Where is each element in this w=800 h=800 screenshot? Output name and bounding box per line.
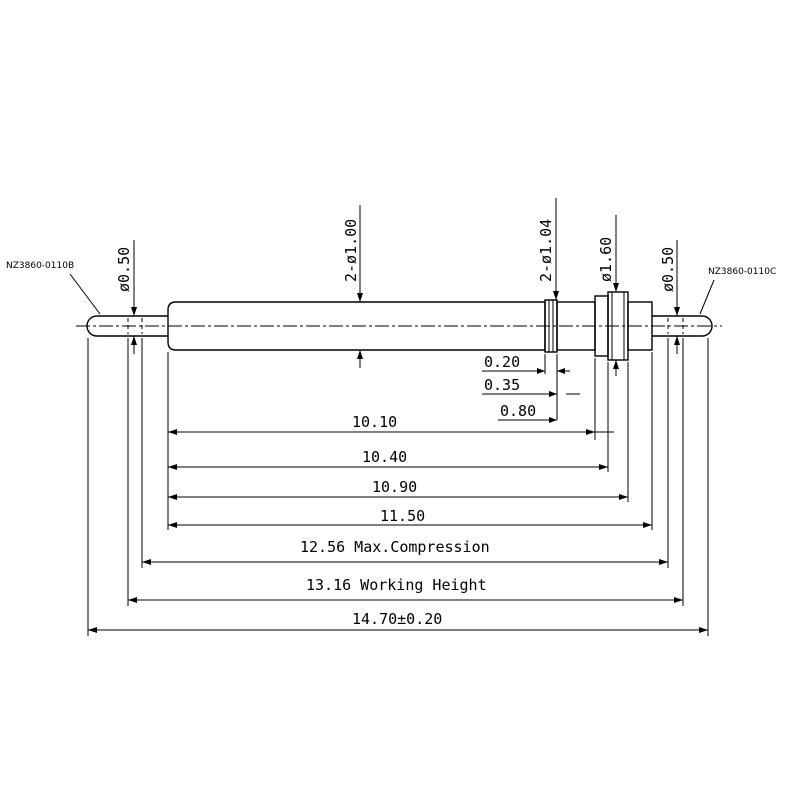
dim-max-compression: 12.56 Max.Compression [300,538,490,556]
callouts: NZ3860-0110B ø0.50 2-ø1.00 2-ø1.04 ø1.60… [6,198,776,376]
dim-11-50: 11.50 [380,507,425,525]
dim-0-20: 0.20 [484,353,520,371]
dim-working-height: 13.16 Working Height [306,576,487,594]
dia-right-tip-label: ø0.50 [659,247,677,292]
dia-barrel-label: 2-ø1.00 [342,219,360,282]
extension-lines [87,338,709,636]
dim-10-10: 10.10 [352,413,397,431]
dim-10-90: 10.90 [372,478,417,496]
dia-flange-label: ø1.60 [597,237,615,282]
rear-collar [627,301,653,351]
dia-groove-label: 2-ø1.04 [537,219,555,282]
dim-0-80: 0.80 [500,402,536,420]
small-dimensions: 0.20 0.35 0.80 [482,353,580,423]
dim-overall-length: 14.70±0.20 [352,610,442,628]
dim-10-40: 10.40 [362,448,407,466]
barrel [167,301,546,351]
main-dimensions: 10.10 10.40 10.90 11.50 12.56 Max.Compre… [88,413,708,633]
part-number-left: NZ3860-0110B [6,261,74,271]
dia-left-tip-label: ø0.50 [115,247,133,292]
pogo-pin-outline [86,291,713,361]
left-plunger [86,315,168,337]
dim-0-35: 0.35 [484,376,520,394]
right-plunger [652,315,713,337]
part-number-right: NZ3860-0110C [708,267,776,277]
